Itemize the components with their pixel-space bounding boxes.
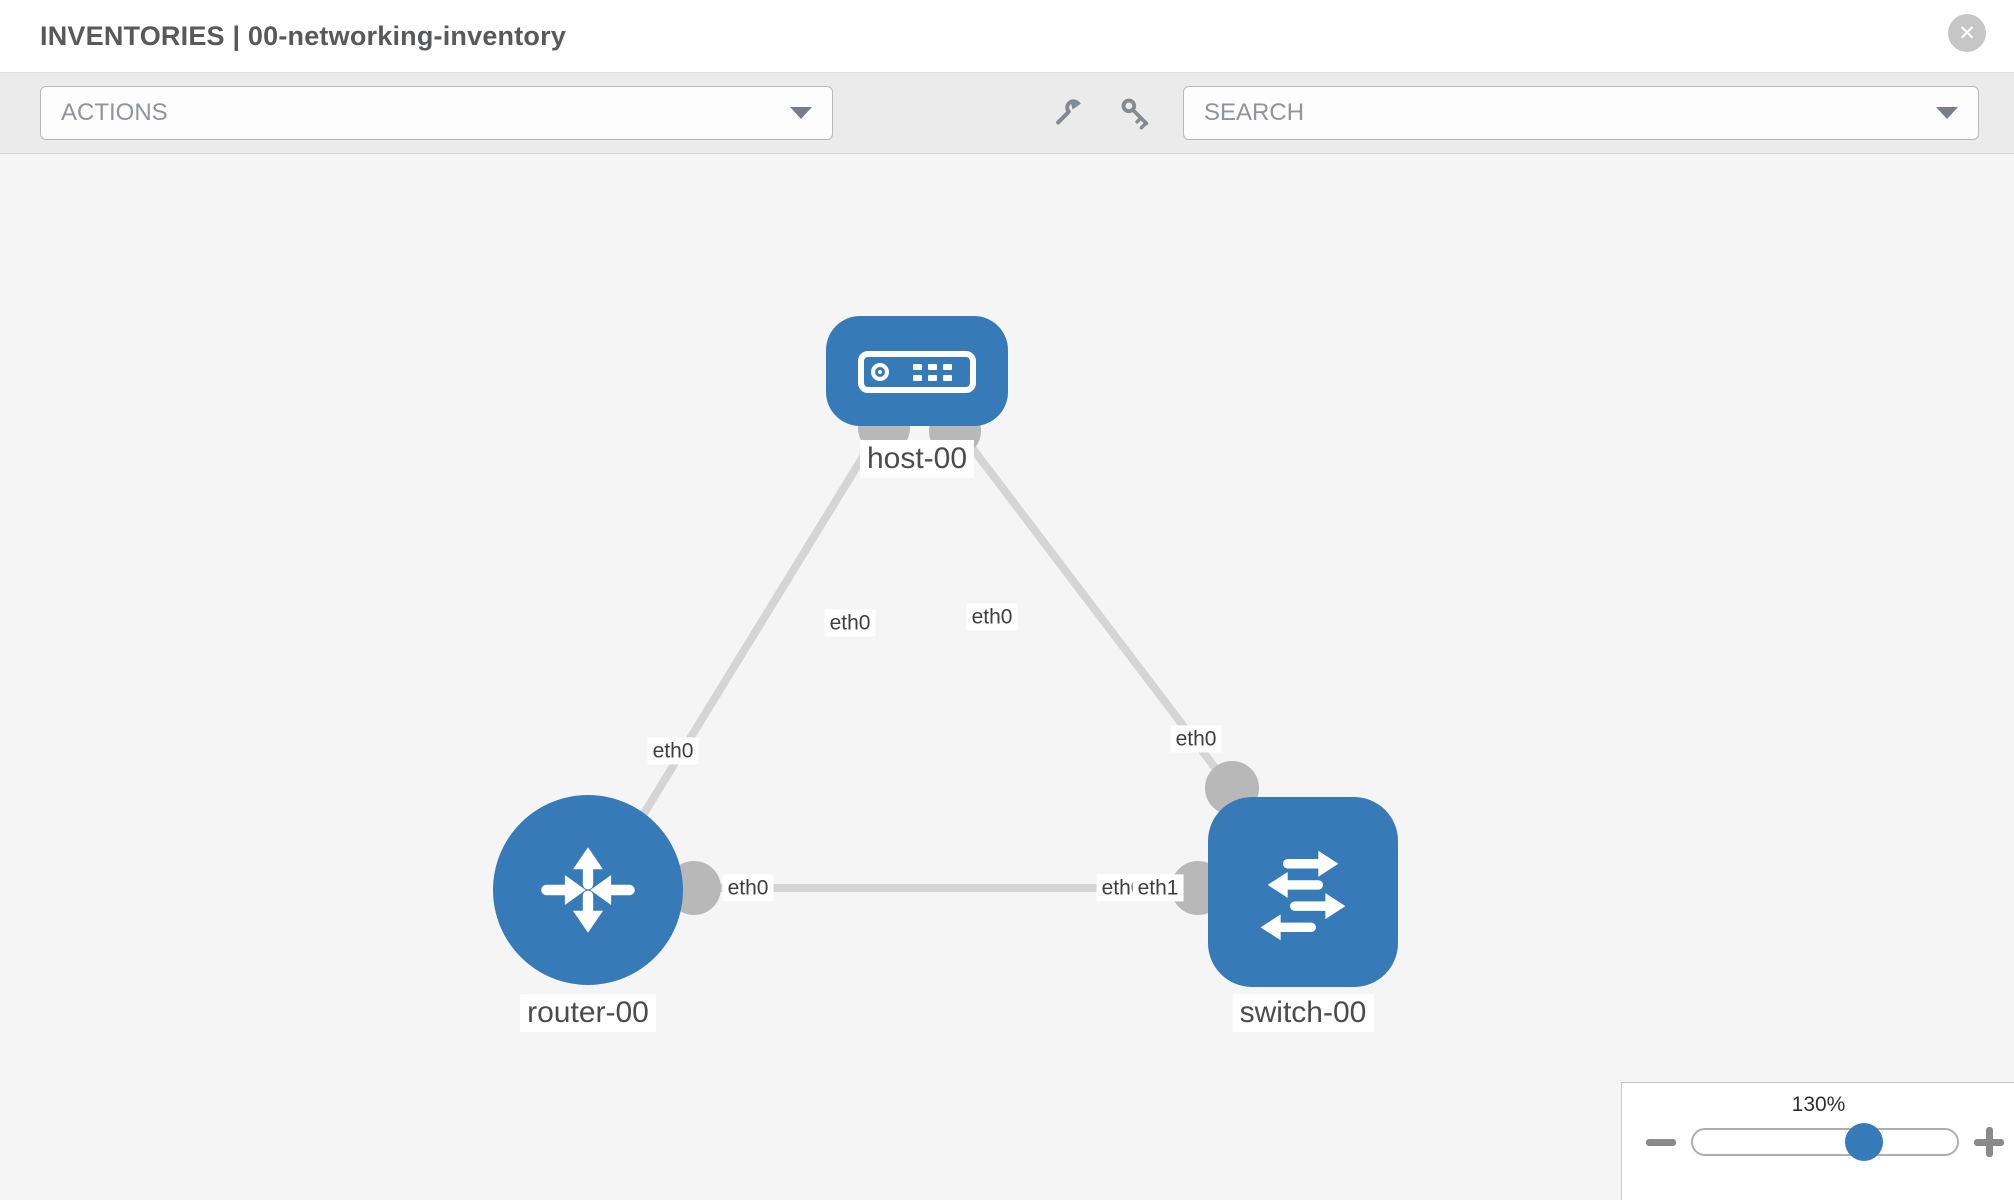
search-dropdown[interactable]: SEARCH <box>1183 86 1979 140</box>
host-icon <box>858 351 976 393</box>
wrench-icon[interactable] <box>1049 95 1085 131</box>
search-dropdown-label: SEARCH <box>1204 99 1305 126</box>
node-label-host: host-00 <box>859 440 975 478</box>
header: INVENTORIES | 00-networking-inventory ✕ <box>0 0 2014 73</box>
node-router-00[interactable] <box>493 795 683 985</box>
node-switch-00[interactable] <box>1208 797 1398 987</box>
zoom-slider-thumb[interactable] <box>1845 1123 1883 1161</box>
iface-label-host-eth0-left: eth0 <box>824 609 876 637</box>
page-title: INVENTORIES | 00-networking-inventory <box>40 20 567 51</box>
iface-label-switch-left-eth1: eth1 <box>1132 874 1184 902</box>
zoom-control-panel: 130% <box>1621 1082 2014 1200</box>
zoom-in-icon[interactable] <box>1974 1127 2004 1157</box>
router-icon <box>541 847 635 933</box>
key-icon[interactable] <box>1117 94 1155 132</box>
close-icon: ✕ <box>1958 21 1976 45</box>
iface-label-router-right-eth0: eth0 <box>722 874 774 902</box>
toolbar: ACTIONS SEARCH <box>0 73 2014 154</box>
topology-canvas[interactable]: host-00 router-00 switch-00 eth0 eth0 et… <box>0 154 2014 1200</box>
actions-dropdown[interactable]: ACTIONS <box>40 86 833 140</box>
zoom-out-icon[interactable] <box>1646 1139 1676 1146</box>
iface-label-switch-left-eth0: eth0 <box>1096 874 1148 902</box>
actions-dropdown-label: ACTIONS <box>61 99 168 126</box>
chevron-down-icon <box>1936 107 1958 119</box>
iface-label-switch-top-eth0: eth0 <box>1170 725 1222 753</box>
chevron-down-icon <box>790 107 812 119</box>
iface-label-router-top-eth0: eth0 <box>647 737 699 765</box>
node-label-router: router-00 <box>520 994 656 1032</box>
node-host-00[interactable] <box>826 316 1008 426</box>
close-button[interactable]: ✕ <box>1948 14 1986 52</box>
iface-label-host-eth0-right: eth0 <box>966 603 1018 631</box>
topology-links-layer <box>593 402 1259 915</box>
switch-icon <box>1260 850 1346 941</box>
zoom-slider-track[interactable] <box>1691 1128 1959 1156</box>
node-label-switch: switch-00 <box>1232 994 1374 1032</box>
zoom-level: 130% <box>1791 1093 1846 1116</box>
